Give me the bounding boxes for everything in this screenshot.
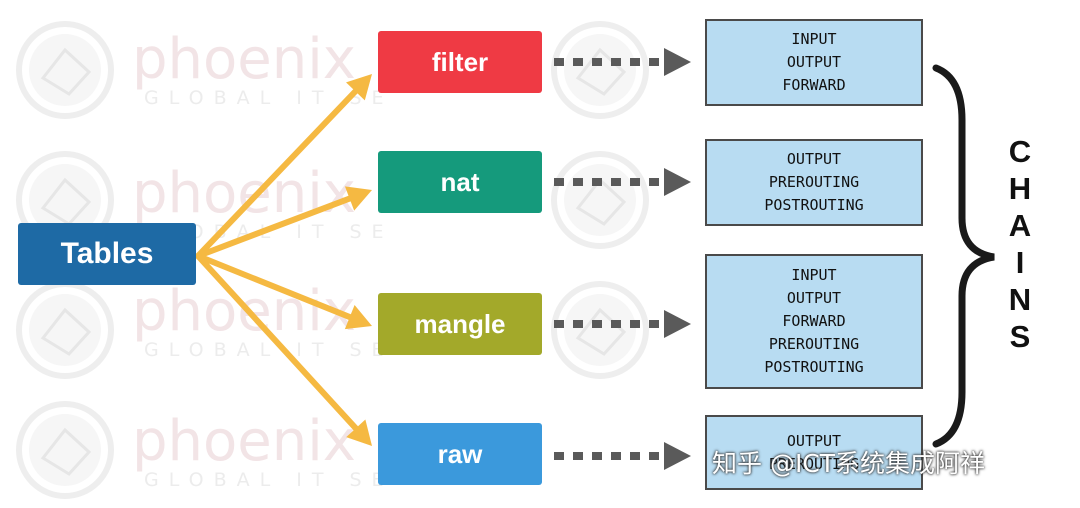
chain-box-nat: OUTPUT PREROUTING POSTROUTING <box>705 139 923 226</box>
table-nat: nat <box>378 151 542 213</box>
arrow-root-to-table <box>195 253 359 432</box>
watermark-caption: 知乎 @ICT系统集成阿祥 <box>712 449 986 478</box>
chain-item: FORWARD <box>782 76 846 94</box>
table-filter: filter <box>378 31 542 93</box>
chain-item: FORWARD <box>782 312 846 330</box>
watermark-brand: phoenix <box>132 27 356 92</box>
watermark-logo-icon <box>551 281 649 379</box>
chains-letter: S <box>1009 319 1031 354</box>
watermark-tagline: GLOBAL IT SE <box>144 469 394 491</box>
chains-letter: H <box>1008 171 1032 206</box>
chain-box-raw: OUTPUT PREROUTING <box>705 415 923 490</box>
arrow-root-to-table <box>195 88 359 259</box>
chain-item: INPUT <box>791 266 837 284</box>
chains-letter: N <box>1008 282 1032 317</box>
watermark-tagline: GLOBAL IT SE <box>144 87 394 109</box>
watermark-brand: phoenix <box>132 279 356 344</box>
arrow-root-to-table <box>195 253 353 321</box>
dotted-arrow-head <box>664 442 691 470</box>
watermark-logo-icon <box>16 401 114 499</box>
arrow-head <box>346 74 372 101</box>
chains-letter: C <box>1008 134 1032 169</box>
arrow-head <box>344 186 372 211</box>
watermark-brand: phoenix <box>132 409 356 474</box>
chain-item: POSTROUTING <box>764 196 864 214</box>
watermark-logo-icon <box>551 21 649 119</box>
watermark-logo-icon <box>16 21 114 119</box>
chain-item: OUTPUT <box>786 289 842 307</box>
watermark-tagline: GLOBAL IT SE <box>144 339 394 361</box>
dotted-arrow-head <box>664 48 691 76</box>
chain-item: OUTPUT <box>786 150 842 168</box>
arrow-head <box>346 419 372 446</box>
chain-item: PREROUTING <box>768 173 860 191</box>
watermark-brand: phoenix <box>132 161 356 226</box>
chain-item: POSTROUTING <box>764 358 864 376</box>
dotted-arrow-head <box>664 310 691 338</box>
table-raw: raw <box>378 423 542 485</box>
tables-root-node: Tables <box>18 223 196 285</box>
chain-item: PREROUTING <box>768 454 860 473</box>
arrow-head <box>344 304 372 330</box>
chain-item: INPUT <box>791 30 837 48</box>
table-mangle: mangle <box>378 293 542 355</box>
arrow-root-to-table <box>195 195 353 259</box>
chain-item: OUTPUT <box>786 53 842 71</box>
chain-box-mangle: INPUT OUTPUT FORWARD PREROUTING POSTROUTING <box>705 254 923 389</box>
chain-box-filter: INPUT OUTPUT FORWARD <box>705 19 923 106</box>
chain-item: OUTPUT <box>786 431 842 450</box>
dotted-arrow-head <box>664 168 691 196</box>
chains-brace <box>932 64 995 448</box>
chain-item: PREROUTING <box>768 335 860 353</box>
chains-letter: I <box>1015 245 1025 280</box>
chains-letter: A <box>1008 208 1032 243</box>
